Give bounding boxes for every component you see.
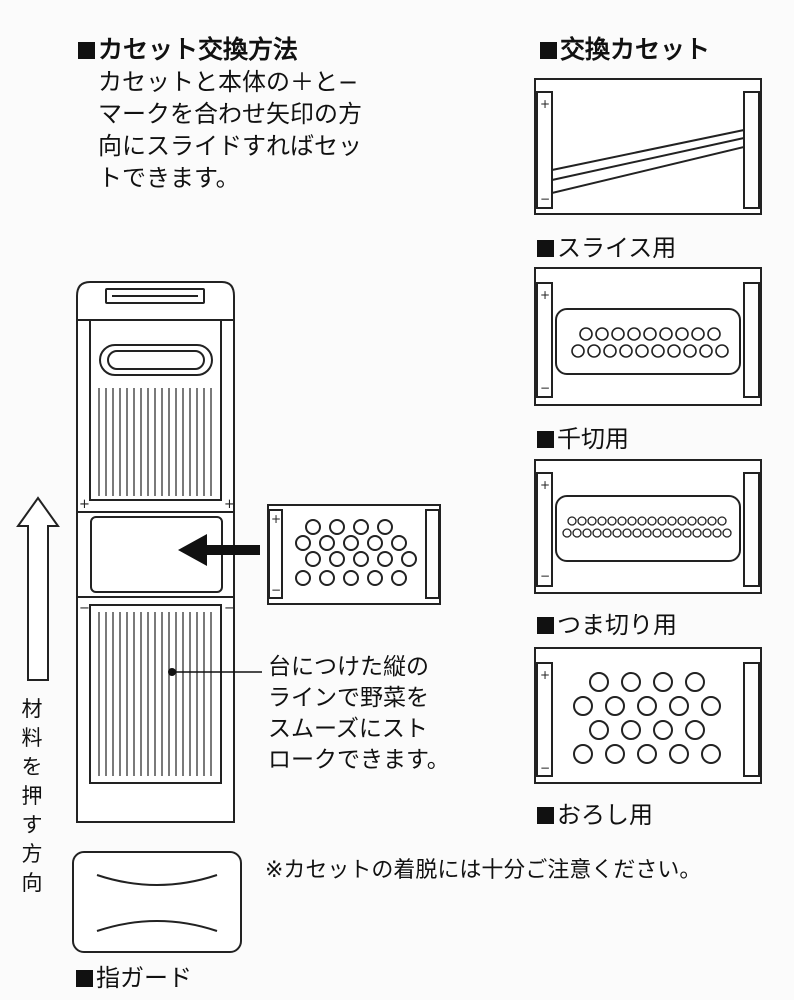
push-direction-char: 向 xyxy=(21,871,43,895)
cassette-slice-marks: + − xyxy=(540,97,550,206)
push-direction-label: 材 料 を 押 す 方 向 xyxy=(20,695,44,898)
bullet-square-icon xyxy=(540,42,557,59)
push-direction-char: 料 xyxy=(21,726,43,750)
cassette-slice xyxy=(534,78,762,215)
body-marks: + + − − xyxy=(79,497,235,616)
svg-text:−: − xyxy=(224,601,235,616)
finger-guard-label: 指ガード xyxy=(76,958,192,993)
push-direction-char: を xyxy=(21,755,43,779)
bullet-square-icon xyxy=(537,240,554,257)
svg-text:+: + xyxy=(540,97,550,111)
cassette-fine-julienne xyxy=(534,459,762,594)
svg-text:−: − xyxy=(271,583,281,597)
slicer-body xyxy=(76,281,235,823)
instruction-line: 向にスライドすればセッ xyxy=(98,132,362,160)
cassette-label-fine-julienne: つま切り用 xyxy=(537,605,677,640)
caution-note: ※カセットの着脱には十分ご注意ください。 xyxy=(265,858,702,883)
push-direction-char: 方 xyxy=(21,842,43,866)
window-oval xyxy=(99,344,213,376)
svg-text:−: − xyxy=(540,192,550,206)
cassette-insert-marks: + − xyxy=(271,512,281,597)
guide-lines-lower xyxy=(98,612,212,776)
svg-text:−: − xyxy=(540,381,550,395)
svg-text:−: − xyxy=(540,569,550,583)
bullet-square-icon xyxy=(78,42,95,59)
cassette-julienne xyxy=(534,267,762,406)
push-direction-char: 押 xyxy=(21,784,43,808)
callout-line: ラインで野菜を xyxy=(268,685,429,711)
instruction-line: トできます。 xyxy=(98,164,240,192)
finger-guard xyxy=(72,851,242,953)
push-direction-char: 材 xyxy=(21,697,43,721)
svg-text:+: + xyxy=(79,497,90,512)
cassette-grater xyxy=(534,647,762,784)
svg-text:+: + xyxy=(540,288,550,302)
callout-dot xyxy=(168,668,176,676)
bullet-square-icon xyxy=(537,431,554,448)
push-direction-char: す xyxy=(21,813,43,837)
bullet-square-icon xyxy=(76,970,93,987)
insert-arrow-icon xyxy=(178,534,260,566)
push-arrow-icon xyxy=(16,496,60,681)
svg-text:−: − xyxy=(540,761,550,775)
cassette-insert xyxy=(267,504,441,605)
cassette-grater-marks: + − xyxy=(540,668,550,775)
cassette-label-julienne: 千切用 xyxy=(537,419,629,454)
svg-text:+: + xyxy=(271,512,281,526)
method-instructions: カセットと本体の＋と− マークを合わせ矢印の方 向にスライドすればセッ トできま… xyxy=(98,66,362,194)
guide-lines-upper xyxy=(98,388,212,496)
svg-text:−: − xyxy=(79,601,90,616)
instruction-line: カセットと本体の＋と− xyxy=(98,68,359,96)
bullet-square-icon xyxy=(537,617,554,634)
callout-text: 台につけた縦の ラインで野菜を スムーズにスト ロークできます。 xyxy=(268,652,450,776)
cassette-label-slice: スライス用 xyxy=(537,228,676,263)
cassette-fine-julienne-marks: + − xyxy=(540,478,550,583)
svg-text:+: + xyxy=(540,668,550,682)
instruction-line: マークを合わせ矢印の方 xyxy=(98,100,362,128)
svg-text:+: + xyxy=(224,497,235,512)
cassettes-heading: 交換カセット xyxy=(540,30,710,66)
svg-text:+: + xyxy=(540,478,550,492)
method-heading: カセット交換方法 xyxy=(78,30,298,66)
callout-line: 台につけた縦の xyxy=(268,654,429,680)
bullet-square-icon xyxy=(537,807,554,824)
cassette-label-grater: おろし用 xyxy=(537,795,653,830)
callout-line: ロークできます。 xyxy=(268,747,450,773)
callout-line: スムーズにスト xyxy=(268,716,428,742)
cassette-julienne-marks: + − xyxy=(540,288,550,395)
